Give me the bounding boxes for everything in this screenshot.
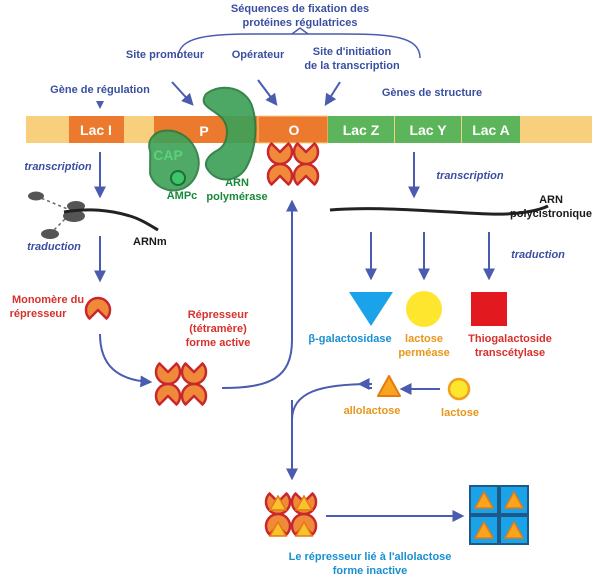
arrow-monomer-to-tetramer xyxy=(99,333,153,388)
sequences-title-line1: Séquences de fixation des xyxy=(231,3,369,15)
ampc-molecule xyxy=(170,170,186,186)
arn-poly-line2: polycistronique xyxy=(510,208,592,220)
arrow-site-initiation xyxy=(324,81,341,107)
site-promoteur-label: Site promoteur xyxy=(126,49,205,61)
repressor-inactive xyxy=(264,492,318,537)
traduction-left-label: traduction xyxy=(27,241,81,253)
arn-polycistronique-strand xyxy=(329,204,549,216)
thiogal-line2: transcétylase xyxy=(475,347,545,359)
lactose-permease-shape xyxy=(406,291,442,327)
gene-o: O xyxy=(257,115,329,144)
gene-regulation-label: Gène de régulation xyxy=(50,84,150,96)
traduction-right-label: traduction xyxy=(511,249,565,261)
svg-text:Lac A: Lac A xyxy=(472,122,510,138)
repressor-tetramer-active xyxy=(154,362,208,406)
represseur-line3: forme active xyxy=(186,337,251,349)
arn-polymerase-line1: ARN xyxy=(225,177,249,189)
allolactose-molecule xyxy=(377,375,401,397)
lactose-molecule xyxy=(447,377,471,401)
svg-text:Lac Y: Lac Y xyxy=(409,122,447,138)
ribosome-mrna xyxy=(28,191,159,239)
gene-lac-z: Lac Z xyxy=(328,116,394,143)
inactive-label-line1: Le répresseur lié à l'allolactose xyxy=(289,551,452,563)
arrow-tetramer-to-operator xyxy=(221,199,298,389)
lactose-permease-line2: perméase xyxy=(398,347,449,359)
gene-lac-i: Lac I xyxy=(69,116,124,143)
cap-protein: CAP xyxy=(148,129,200,192)
thiogalactoside-shape xyxy=(471,292,507,326)
repressor-monomer xyxy=(84,296,112,320)
gene-lac-a: Lac A xyxy=(462,116,520,143)
allolactose-label: allolactose xyxy=(344,405,401,417)
lactose-permease-line1: lactose xyxy=(405,333,443,345)
beta-galactosidase-shape xyxy=(349,292,393,326)
arrow-gene-regulation xyxy=(96,101,104,109)
ampc-label: AMPc xyxy=(167,190,198,202)
sequences-bracket xyxy=(177,33,421,59)
thiogal-line1: Thiogalactoside xyxy=(468,333,552,345)
svg-text:Lac Z: Lac Z xyxy=(343,122,380,138)
beta-gal-label: β-galactosidase xyxy=(308,333,391,345)
arrow-site-promoteur xyxy=(171,81,194,106)
monomere-line2: répresseur xyxy=(10,308,68,320)
arrow-operateur xyxy=(257,79,278,106)
transcription-left-label: transcription xyxy=(24,161,92,173)
operateur-label: Opérateur xyxy=(232,49,285,61)
cap-label: CAP xyxy=(153,147,183,163)
inactive-label-line2: forme inactive xyxy=(333,565,408,577)
inactive-complex-squares xyxy=(469,485,529,545)
line-allolactose-join xyxy=(291,383,373,421)
arn-poly-line1: ARN xyxy=(539,194,563,206)
repressor-on-operator xyxy=(266,142,320,186)
sequences-title-line2: protéines régulatrices xyxy=(243,17,358,29)
represseur-line1: Répresseur xyxy=(188,309,249,321)
gene-p-label: P xyxy=(199,123,208,139)
svg-text:O: O xyxy=(289,122,300,138)
lactose-label: lactose xyxy=(441,407,479,419)
monomere-line1: Monomère du xyxy=(12,294,84,306)
rna-polymerase xyxy=(202,86,257,181)
represseur-line2: (tétramère) xyxy=(189,323,247,335)
arn-polymerase-line2: polymérase xyxy=(206,191,267,203)
site-initiation-line1: Site d'initiation xyxy=(313,46,392,58)
genes-structure-label: Gènes de structure xyxy=(382,87,482,99)
site-initiation-line2: de la transcription xyxy=(304,60,400,72)
arnm-label: ARNm xyxy=(133,236,167,248)
gene-lac-y: Lac Y xyxy=(395,116,461,143)
svg-text:Lac I: Lac I xyxy=(80,122,112,138)
transcription-right-label: transcription xyxy=(436,170,504,182)
